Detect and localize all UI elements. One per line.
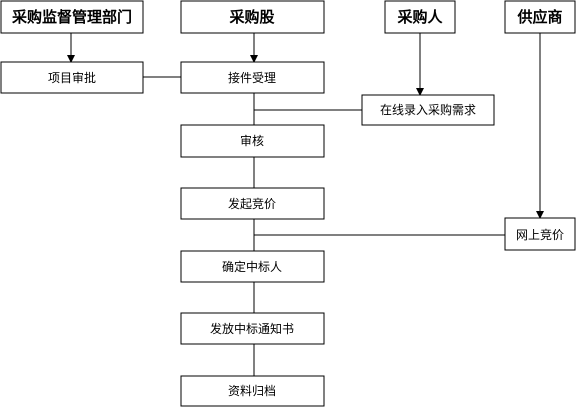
node-determine-winner: 确定中标人	[180, 250, 325, 283]
node-archive-box	[180, 375, 325, 407]
node-issue-notice-box	[180, 312, 325, 345]
header-supervision: 采购监督管理部门	[0, 0, 144, 34]
node-review-label: 审核	[240, 133, 264, 148]
node-determine-winner-label: 确定中标人	[222, 259, 282, 274]
connectors	[67, 33, 544, 376]
node-issue-notice-label: 发放中标通知书	[210, 321, 294, 336]
node-online-entry-label: 在线录入采购需求	[380, 102, 476, 117]
header-supervision-label: 采购监督管理部门	[11, 8, 132, 26]
header-supervision-box	[0, 0, 144, 34]
node-accept-handle: 接件受理	[180, 61, 325, 94]
node-review: 审核	[180, 124, 325, 158]
header-supplier: 供应商	[504, 0, 576, 34]
node-accept-handle-label: 接件受理	[228, 70, 276, 85]
header-purchaser: 采购人	[384, 0, 456, 34]
node-project-approval-label: 项目审批	[48, 70, 96, 85]
node-launch-bidding-box	[180, 187, 325, 220]
node-launch-bidding: 发起竞价	[180, 187, 325, 220]
node-archive-label: 资料归档	[228, 384, 276, 398]
header-purchaser-box	[384, 0, 456, 34]
node-online-bidding-label: 网上竞价	[516, 228, 564, 242]
header-purchasing-section-label: 采购股	[228, 8, 275, 26]
node-launch-bidding-label: 发起竞价	[228, 196, 276, 211]
node-online-entry-box	[361, 94, 495, 126]
node-archive: 资料归档	[180, 375, 325, 407]
header-purchaser-label: 采购人	[396, 8, 443, 26]
header-purchasing-section-box	[180, 0, 325, 34]
node-project-approval: 项目审批	[0, 61, 144, 94]
header-purchasing-section: 采购股	[180, 0, 325, 34]
node-online-bidding-box	[504, 217, 576, 251]
node-determine-winner-box	[180, 250, 325, 283]
node-review-box	[180, 124, 325, 158]
node-online-entry: 在线录入采购需求	[361, 94, 495, 126]
node-project-approval-box	[0, 61, 144, 94]
node-online-bidding: 网上竞价	[504, 217, 576, 251]
node-accept-handle-box	[180, 61, 325, 94]
header-supplier-label: 供应商	[516, 8, 562, 26]
node-issue-notice: 发放中标通知书	[180, 312, 325, 345]
header-supplier-box	[504, 0, 576, 34]
